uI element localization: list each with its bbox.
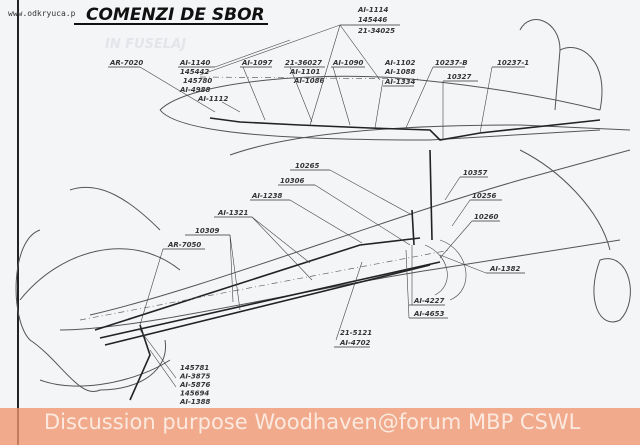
part-label-10237b: 10237-B: [404, 59, 468, 131]
part-label-group-6: 21-5121 AI-4702: [334, 261, 372, 348]
svg-text:AI-1102: AI-1102: [384, 59, 416, 67]
part-label-group-1: AI-1140 145442 145780 AI-4988 AI-1112: [178, 39, 291, 113]
watermark-banner: [0, 408, 640, 445]
svg-text:145446: 145446: [358, 16, 387, 24]
svg-text:10237-1: 10237-1: [497, 59, 529, 67]
svg-text:145694: 145694: [180, 390, 209, 398]
part-label-group-4: AI-1102 AI-1088 AI-1334: [374, 59, 416, 129]
diagram-title: COMENZI DE SBOR: [86, 5, 265, 25]
part-label-10260: 10260: [439, 213, 500, 259]
svg-text:AI-1090: AI-1090: [332, 59, 364, 67]
svg-text:10357: 10357: [463, 169, 487, 177]
svg-text:AR-7050: AR-7050: [167, 241, 201, 249]
svg-text:145781: 145781: [180, 364, 209, 372]
svg-text:AI-1140: AI-1140: [179, 59, 211, 67]
svg-text:21-34025: 21-34025: [358, 27, 395, 35]
part-label-10306: 10306: [278, 177, 411, 246]
watermark-banner-text: Discussion purpose Woodhaven@forum MBP C…: [44, 410, 581, 434]
svg-text:AI-3875: AI-3875: [179, 373, 211, 381]
part-label-10237-1: 10237-1: [479, 59, 529, 134]
svg-text:145780: 145780: [183, 77, 212, 85]
svg-text:AI-1101: AI-1101: [289, 68, 321, 76]
part-label-10327: 10327: [442, 73, 478, 140]
svg-text:AI-1088: AI-1088: [384, 68, 416, 76]
svg-text:AI-4653: AI-4653: [413, 310, 445, 318]
aircraft-outline: [15, 19, 631, 393]
svg-text:10306: 10306: [280, 177, 304, 185]
svg-text:AI-1238: AI-1238: [251, 192, 283, 200]
ghost-subtitle: IN FUSELAJ: [105, 37, 186, 52]
svg-text:21-36027: 21-36027: [285, 59, 322, 67]
svg-text:AI-4227: AI-4227: [413, 297, 445, 305]
svg-text:AI-1321: AI-1321: [217, 209, 249, 217]
part-label-ar7050: AR-7050: [139, 241, 205, 326]
svg-text:AR-7020: AR-7020: [109, 59, 143, 67]
part-label-ai1097: AI-1097: [240, 59, 273, 121]
part-label-10357: 10357: [444, 169, 488, 201]
part-label-ai1090: AI-1090: [331, 59, 365, 126]
svg-text:AI-1086: AI-1086: [293, 77, 325, 85]
sheet-border: [17, 0, 19, 445]
svg-text:10237-B: 10237-B: [435, 59, 468, 67]
control-cables: [79, 76, 601, 401]
svg-text:AI-1097: AI-1097: [241, 59, 273, 67]
part-label-ai1238: AI-1238: [250, 192, 363, 244]
part-label-ar7020: AR-7020: [108, 59, 216, 113]
source-watermark: www.odkryuca.p: [8, 9, 76, 18]
svg-text:AI-1388: AI-1388: [179, 398, 211, 406]
part-label-ai1382: AI-1382: [439, 254, 525, 274]
svg-text:AI-5876: AI-5876: [179, 381, 211, 389]
part-label-10256: 10256: [451, 192, 502, 227]
svg-text:21-5121: 21-5121: [340, 329, 372, 337]
svg-text:10327: 10327: [447, 73, 471, 81]
part-label-10309: 10309: [185, 227, 241, 311]
svg-text:10256: 10256: [472, 192, 496, 200]
svg-text:145442: 145442: [180, 68, 209, 76]
svg-text:AI-4988: AI-4988: [179, 86, 211, 94]
svg-text:AI-1382: AI-1382: [489, 265, 521, 273]
svg-text:10260: 10260: [474, 213, 498, 221]
part-label-group-3: AI-1114 145446 21-34025: [199, 6, 400, 126]
svg-text:AI-1112: AI-1112: [197, 95, 229, 103]
part-label-ai1321: AI-1321: [214, 209, 313, 281]
part-label-group-5: AI-4227 AI-4653: [405, 245, 448, 319]
svg-text:AI-4702: AI-4702: [339, 339, 371, 347]
part-label-group-7: 145781 AI-3875 AI-5876 145694 AI-1388: [139, 329, 211, 406]
svg-text:AI-1334: AI-1334: [384, 78, 416, 86]
part-label-10265: 10265: [290, 162, 413, 216]
svg-text:10309: 10309: [195, 227, 219, 235]
part-label-group-2: 21-36027 AI-1101 AI-1086: [284, 59, 325, 123]
svg-text:AI-1114: AI-1114: [357, 6, 389, 14]
svg-text:10265: 10265: [295, 162, 319, 170]
